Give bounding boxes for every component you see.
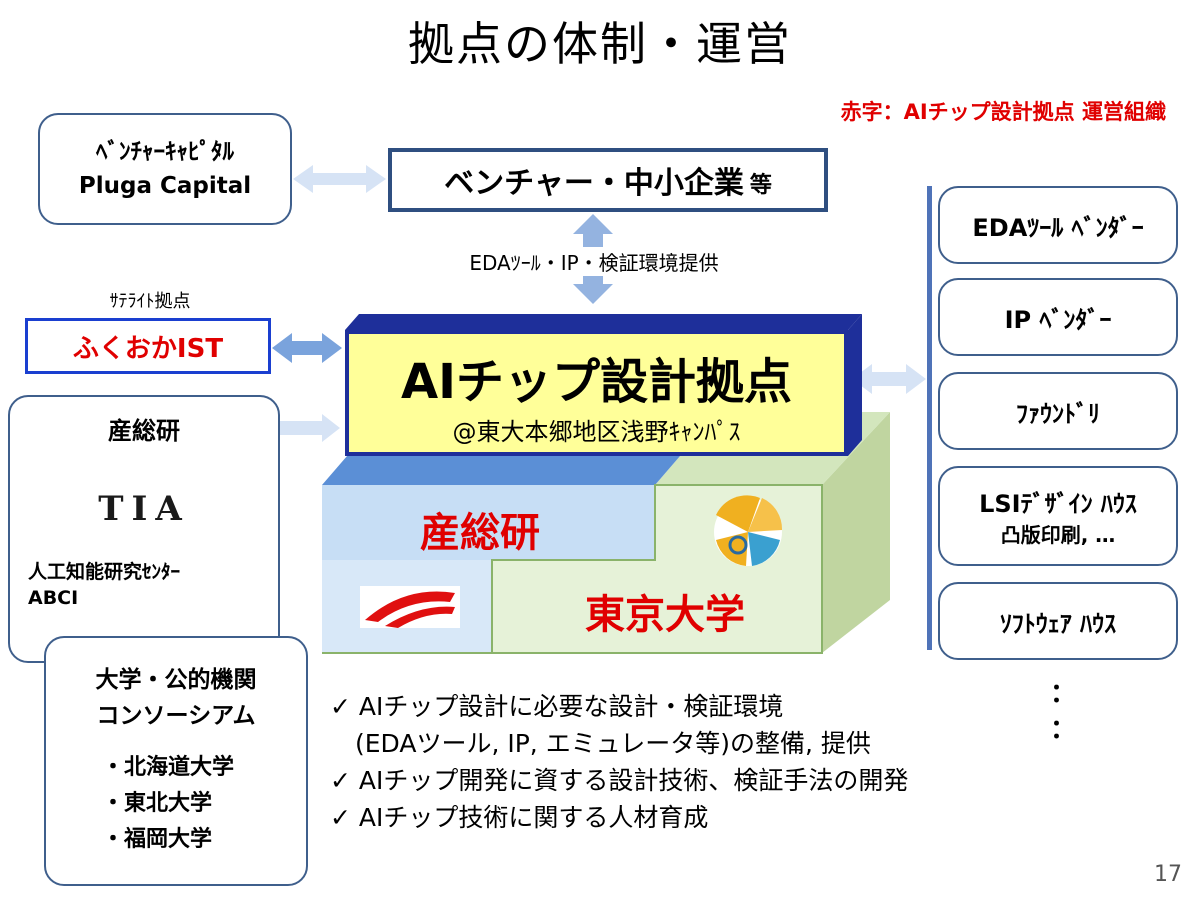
consortium-line2: コンソーシアム (96, 703, 256, 729)
vendor-label: ｿﾌﾄｳｪｱ ﾊｳｽ (999, 609, 1117, 638)
ellipsis-2: ： (1050, 715, 1077, 745)
checklist-item: ✓ AIチップ開発に資する設計技術、検証手法の開発 (330, 766, 909, 795)
utokyo-ginkgo-logo (714, 495, 783, 566)
aist-left-line2: ABCI (28, 587, 79, 609)
sme-main: ベンチャー・中小企業 (444, 166, 744, 201)
vendor-sub: 凸版印刷, … (1000, 523, 1116, 547)
consortium-member: ・東北大学 (102, 791, 213, 816)
consortium-member: ・北海道大学 (102, 755, 235, 780)
vendor-design-house-box: LSIﾃﾞｻﾞｲﾝ ﾊｳｽ 凸版印刷, … (938, 466, 1178, 566)
aist-left-title: 産総研 (108, 417, 180, 445)
arrow-satellite-hub (272, 333, 342, 363)
page-title: 拠点の体制・運営 (408, 17, 792, 71)
vendor-label: ﾌｧｳﾝﾄﾞﾘ (1016, 399, 1100, 428)
arrow-hub-vendors (852, 364, 926, 394)
aist-swoosh-logo (360, 586, 460, 628)
vendor-ellipsis: ： ： (1050, 676, 1076, 748)
aist-left-line1: 人工知能研究ｾﾝﾀｰ (28, 561, 181, 583)
hub-side (848, 314, 862, 456)
consortium-member: ・福岡大学 (102, 827, 213, 852)
sme-box: ベンチャー・中小企業 等 (388, 148, 828, 212)
page-number: 17 (1154, 862, 1182, 887)
checklist-item: (EDAツール, IP, エミュレータ等)の整備, 提供 (330, 729, 871, 758)
block-utokyo-label: 東京大学 (585, 592, 745, 638)
ellipsis-1: ： (1050, 679, 1077, 709)
legend-note: 赤字：AIチップ設計拠点 運営組織 (840, 100, 1166, 124)
vendor-ip-box: IP ﾍﾞﾝﾀﾞｰ (938, 278, 1178, 356)
consortium-line1: 大学・公的機関 (95, 667, 257, 693)
vendor-label: LSIﾃﾞｻﾞｲﾝ ﾊｳｽ (979, 490, 1137, 518)
aist-left-box: 産総研 TIA 人工知能研究ｾﾝﾀｰ ABCI (8, 395, 280, 663)
sme-suffix: 等 (749, 173, 772, 198)
vendor-eda-box: EDAﾂｰﾙ ﾍﾞﾝﾀﾞｰ (938, 186, 1178, 264)
vendor-foundry-box: ﾌｧｳﾝﾄﾞﾘ (938, 372, 1178, 450)
satellite-box: ふくおかIST (25, 318, 271, 374)
venture-capital-line1: ﾍﾞﾝﾁｬｰｷｬﾋﾟﾀﾙ (96, 139, 234, 165)
block-side-face (822, 412, 890, 653)
venture-capital-box: ﾍﾞﾝﾁｬｰｷｬﾋﾟﾀﾙ Pluga Capital (38, 113, 292, 225)
satellite-name: ふくおかIST (72, 333, 224, 364)
vendor-bar (927, 186, 932, 650)
hub-subtitle: @東大本郷地区浅野ｷｬﾝﾊﾟｽ (452, 418, 741, 446)
consortium-members: ・北海道大学 ・東北大学 ・福岡大学 (102, 750, 234, 858)
hub-box: AIチップ設計拠点 @東大本郷地区浅野ｷｬﾝﾊﾟｽ (345, 330, 848, 456)
block-aist-label: 産総研 (420, 510, 540, 556)
hub-title: AIチップ設計拠点 (400, 354, 792, 410)
vendor-label: IP ﾍﾞﾝﾀﾞｰ (1004, 305, 1112, 334)
tia-logo-text: TIA (98, 489, 190, 529)
consortium-box: 大学・公的機関 コンソーシアム ・北海道大学 ・東北大学 ・福岡大学 (44, 636, 308, 886)
provision-label: EDAﾂｰﾙ・IP・検証環境提供 (404, 247, 784, 276)
hub-top (345, 314, 862, 330)
checklist-item: ✓ AIチップ技術に関する人材育成 (330, 803, 709, 832)
checklist-item: ✓ AIチップ設計に必要な設計・検証環境 (330, 692, 784, 721)
checklist: ✓ AIチップ設計に必要な設計・検証環境 (EDAツール, IP, エミュレータ… (330, 688, 1090, 836)
arrow-vc-sme (293, 165, 386, 193)
venture-capital-line2: Pluga Capital (78, 173, 252, 199)
vendor-software-house-box: ｿﾌﾄｳｪｱ ﾊｳｽ (938, 582, 1178, 660)
satellite-caption: ｻﾃﾗｲﾄ拠点 (109, 291, 191, 312)
vendor-label: EDAﾂｰﾙ ﾍﾞﾝﾀﾞｰ (972, 213, 1144, 242)
